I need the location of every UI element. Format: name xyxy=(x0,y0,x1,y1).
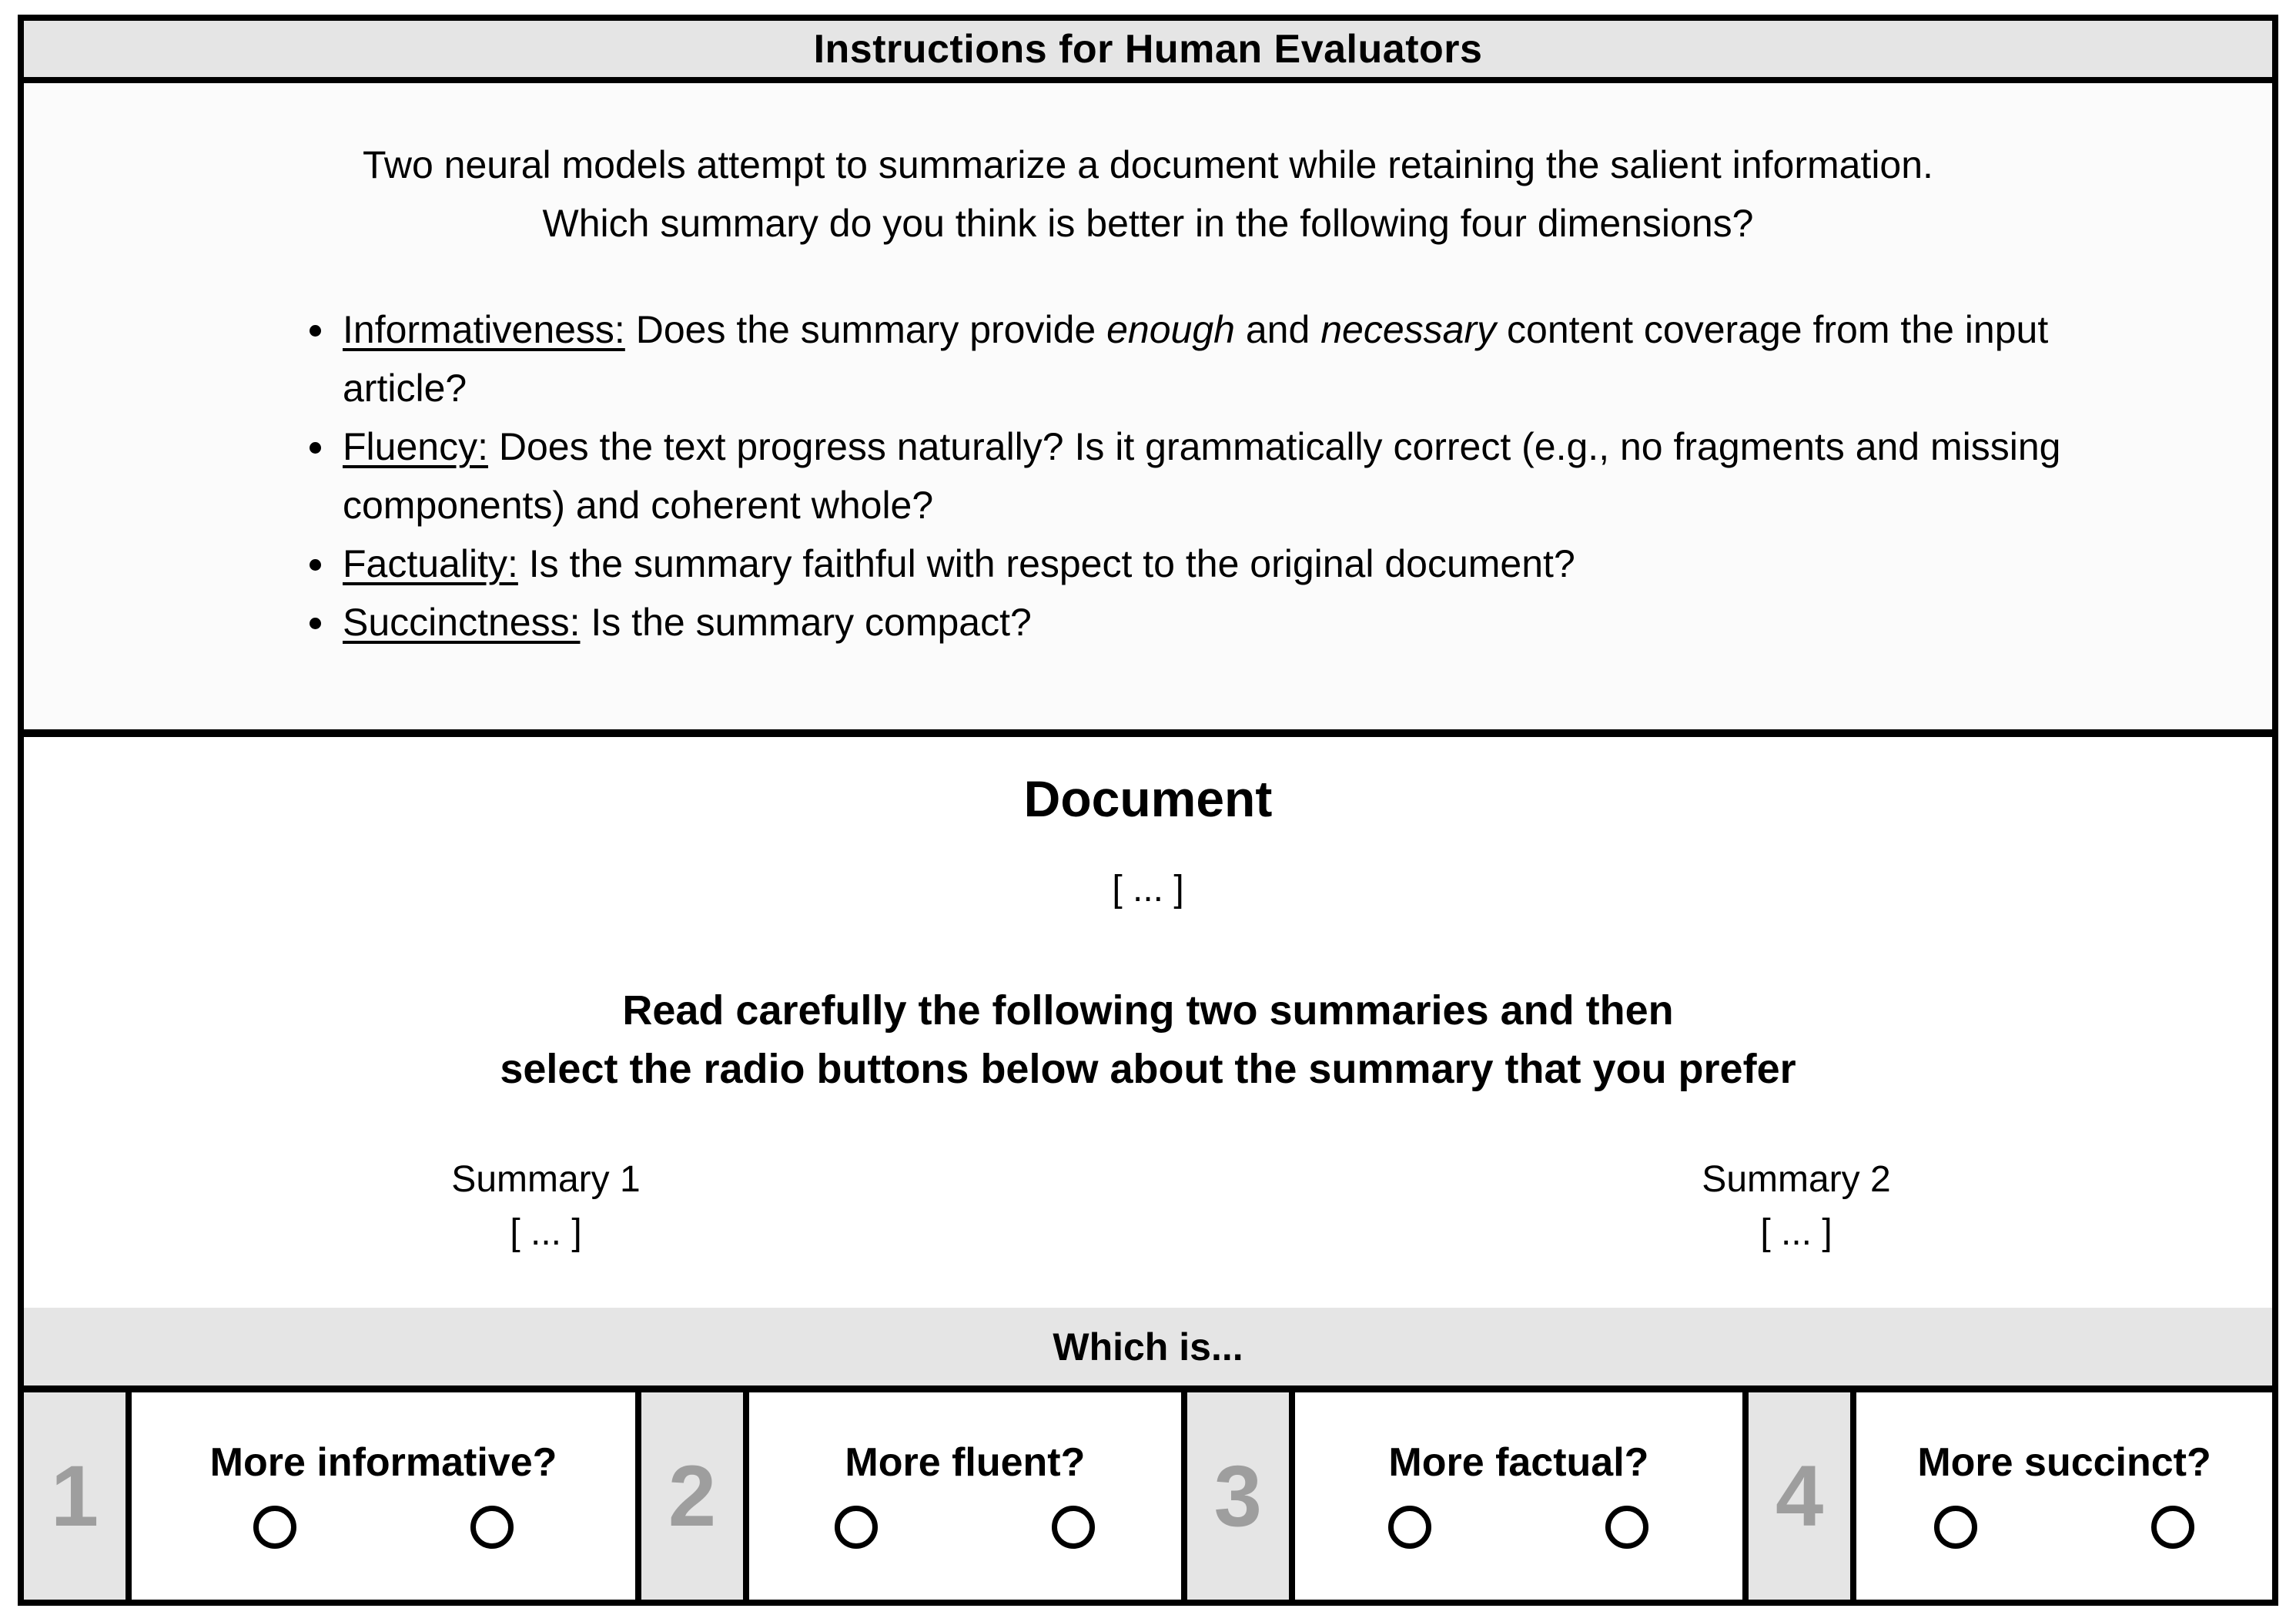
dimension-list: Informativeness: Does the summary provid… xyxy=(24,300,2272,652)
question-label-fluent: More fluent? xyxy=(845,1439,1086,1485)
bullet-term-succinctness: Succinctness: xyxy=(343,601,581,644)
bullet-fluency: Fluency: Does the text progress naturall… xyxy=(338,417,2087,534)
bullet-text: Does the text progress naturally? Is it … xyxy=(343,425,2061,527)
bullet-text: and xyxy=(1245,308,1310,351)
question-number-4: 4 xyxy=(1749,1392,1857,1600)
summaries-row: Summary 1 [ ... ] Summary 2 [ ... ] xyxy=(24,1158,2272,1254)
radio-informative-summary1[interactable] xyxy=(253,1505,297,1549)
radio-fluent-summary2[interactable] xyxy=(1052,1505,1096,1549)
bullet-text: Is the summary compact? xyxy=(591,601,1032,644)
summary-1-column: Summary 1 [ ... ] xyxy=(330,1158,761,1254)
summary-2-column: Summary 2 [ ... ] xyxy=(1581,1158,2012,1254)
bullet-text: Is the summary faithful with respect to … xyxy=(528,542,1575,585)
question-cell-factual: More factual? xyxy=(1294,1392,1749,1600)
summary-2-label: Summary 2 xyxy=(1702,1159,1891,1200)
summary-1-label: Summary 1 xyxy=(451,1159,641,1200)
summary-2-placeholder: [ ... ] xyxy=(1760,1212,1832,1253)
question-number-1-text: 1 xyxy=(50,1447,99,1544)
read-instruction-line-1: Read carefully the following two summari… xyxy=(622,987,1674,1034)
evaluation-form: Instructions for Human Evaluators Two ne… xyxy=(18,15,2278,1606)
question-number-3: 3 xyxy=(1186,1392,1295,1600)
question-number-3-text: 3 xyxy=(1213,1447,1262,1544)
bullet-emphasis: enough xyxy=(1106,308,1235,351)
document-section: Document [ ... ] Read carefully the foll… xyxy=(24,737,2272,1308)
summary-1-placeholder: [ ... ] xyxy=(510,1212,582,1253)
question-cell-informative: More informative? xyxy=(132,1392,642,1600)
question-number-4-text: 4 xyxy=(1775,1447,1824,1544)
radio-group-succinct xyxy=(1934,1505,2195,1549)
bullet-factuality: Factuality: Is the summary faithful with… xyxy=(338,534,2087,593)
which-is-bar: Which is... xyxy=(24,1308,2272,1392)
read-instruction: Read carefully the following two summari… xyxy=(500,981,1796,1098)
title-bar: Instructions for Human Evaluators xyxy=(24,21,2272,83)
bullet-text: Does the summary provide xyxy=(635,308,1096,351)
which-is-label: Which is... xyxy=(1053,1325,1243,1369)
radio-informative-summary2[interactable] xyxy=(470,1505,514,1549)
question-number-2-text: 2 xyxy=(668,1447,717,1544)
question-cell-succinct: More succinct? xyxy=(1856,1392,2272,1600)
radio-group-factual xyxy=(1388,1505,1649,1549)
bullet-term-factuality: Factuality: xyxy=(343,542,518,585)
question-cell-fluent: More fluent? xyxy=(749,1392,1187,1600)
radio-fluent-summary1[interactable] xyxy=(835,1505,879,1549)
question-label-succinct: More succinct? xyxy=(1917,1439,2211,1485)
radio-factual-summary2[interactable] xyxy=(1605,1505,1649,1549)
radio-group-fluent xyxy=(835,1505,1096,1549)
question-label-factual: More factual? xyxy=(1388,1439,1649,1485)
bullet-succinctness: Succinctness: Is the summary compact? xyxy=(338,593,2087,652)
intro-line-1: Two neural models attempt to summarize a… xyxy=(363,143,1933,186)
document-placeholder: [ ... ] xyxy=(1112,869,1184,910)
question-number-1: 1 xyxy=(24,1392,132,1600)
questions-row: 1 More informative? 2 More fluent? 3 Mor… xyxy=(24,1392,2272,1600)
read-instruction-line-2: select the radio buttons below about the… xyxy=(500,1046,1796,1092)
bullet-text: content coverage from the input article? xyxy=(343,308,2049,410)
instructions-section: Two neural models attempt to summarize a… xyxy=(24,83,2272,737)
bullet-term-fluency: Fluency: xyxy=(343,425,488,468)
question-number-2: 2 xyxy=(641,1392,750,1600)
radio-group-informative xyxy=(253,1505,514,1549)
bullet-informativeness: Informativeness: Does the summary provid… xyxy=(338,300,2087,417)
radio-factual-summary1[interactable] xyxy=(1388,1505,1432,1549)
bullet-emphasis: necessary xyxy=(1320,308,1497,351)
question-label-informative: More informative? xyxy=(209,1439,557,1485)
radio-succinct-summary1[interactable] xyxy=(1934,1505,1978,1549)
document-heading: Document xyxy=(1023,770,1273,827)
bullet-term-informativeness: Informativeness: xyxy=(343,308,625,351)
intro-line-2: Which summary do you think is better in … xyxy=(542,202,1754,245)
radio-succinct-summary2[interactable] xyxy=(2151,1505,2195,1549)
intro-paragraph: Two neural models attempt to summarize a… xyxy=(24,136,2272,253)
page-title: Instructions for Human Evaluators xyxy=(813,26,1483,72)
